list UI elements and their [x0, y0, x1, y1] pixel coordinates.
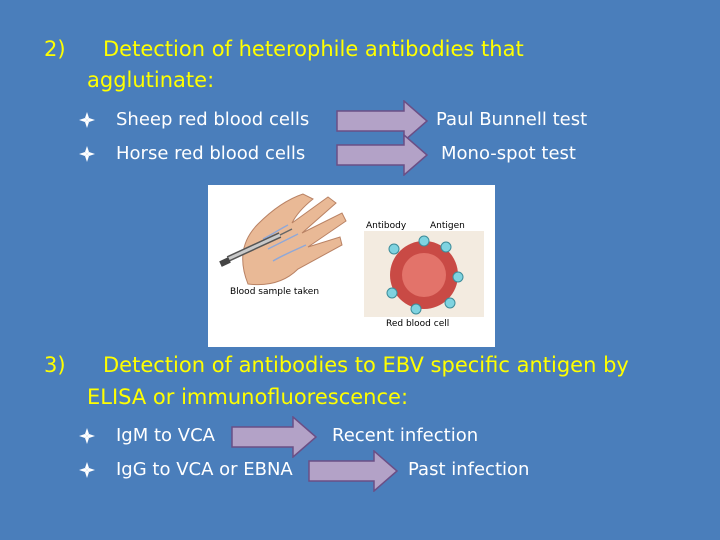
bullet-igg-result: Past infection [408, 459, 530, 480]
bullet-horse: Horse red blood cells Mono-spot test [0, 134, 720, 176]
diamond-bullet-icon [79, 146, 95, 162]
diamond-bullet-icon [79, 112, 95, 128]
right-arrow-icon [336, 134, 428, 176]
section-2-heading-line1: Detection of heterophile antibodies that [103, 37, 524, 61]
red-blood-cell-illustration [364, 231, 484, 317]
bullet-sheep-label: Sheep red blood cells [116, 109, 310, 130]
section-2-number: 2) [44, 37, 66, 61]
section-2-heading: 2) Detection of heterophile antibodies t… [0, 34, 720, 96]
caption-red-blood-cell: Red blood cell [386, 319, 450, 329]
right-arrow-icon [231, 416, 317, 458]
section-3-heading-line2: ELISA or immunofluorescence: [87, 385, 409, 409]
bullet-igg: IgG to VCA or EBNA Past infection [0, 450, 720, 492]
caption-blood-sample: Blood sample taken [230, 287, 320, 297]
bullet-igm: IgM to VCA Recent infection [0, 416, 720, 458]
label-antigen: Antigen [430, 221, 465, 231]
section-2-heading-line2: agglutinate: [87, 68, 215, 92]
bullet-igm-label: IgM to VCA [116, 425, 215, 446]
bullet-sheep: Sheep red blood cells Paul Bunnell test [0, 100, 720, 142]
section-3-number: 3) [44, 353, 66, 377]
hand-syringe-illustration [219, 193, 347, 286]
bullet-horse-result: Mono-spot test [441, 143, 576, 164]
diamond-bullet-icon [79, 462, 95, 478]
label-antibody: Antibody [366, 221, 407, 231]
bullet-igg-label: IgG to VCA or EBNA [116, 459, 293, 480]
section-3-heading-line1: Detection of antibodies to EBV specific … [103, 353, 629, 377]
right-arrow-icon [336, 100, 428, 142]
bullet-igm-result: Recent infection [332, 425, 479, 446]
figure-blood-sample: Blood sample taken Antibody Antigen Red … [208, 185, 495, 347]
section-3-heading: 3) Detection of antibodies to EBV specif… [0, 350, 720, 412]
diamond-bullet-icon [79, 428, 95, 444]
bullet-sheep-result: Paul Bunnell test [436, 109, 588, 130]
bullet-horse-label: Horse red blood cells [116, 143, 306, 164]
right-arrow-icon [308, 450, 398, 492]
